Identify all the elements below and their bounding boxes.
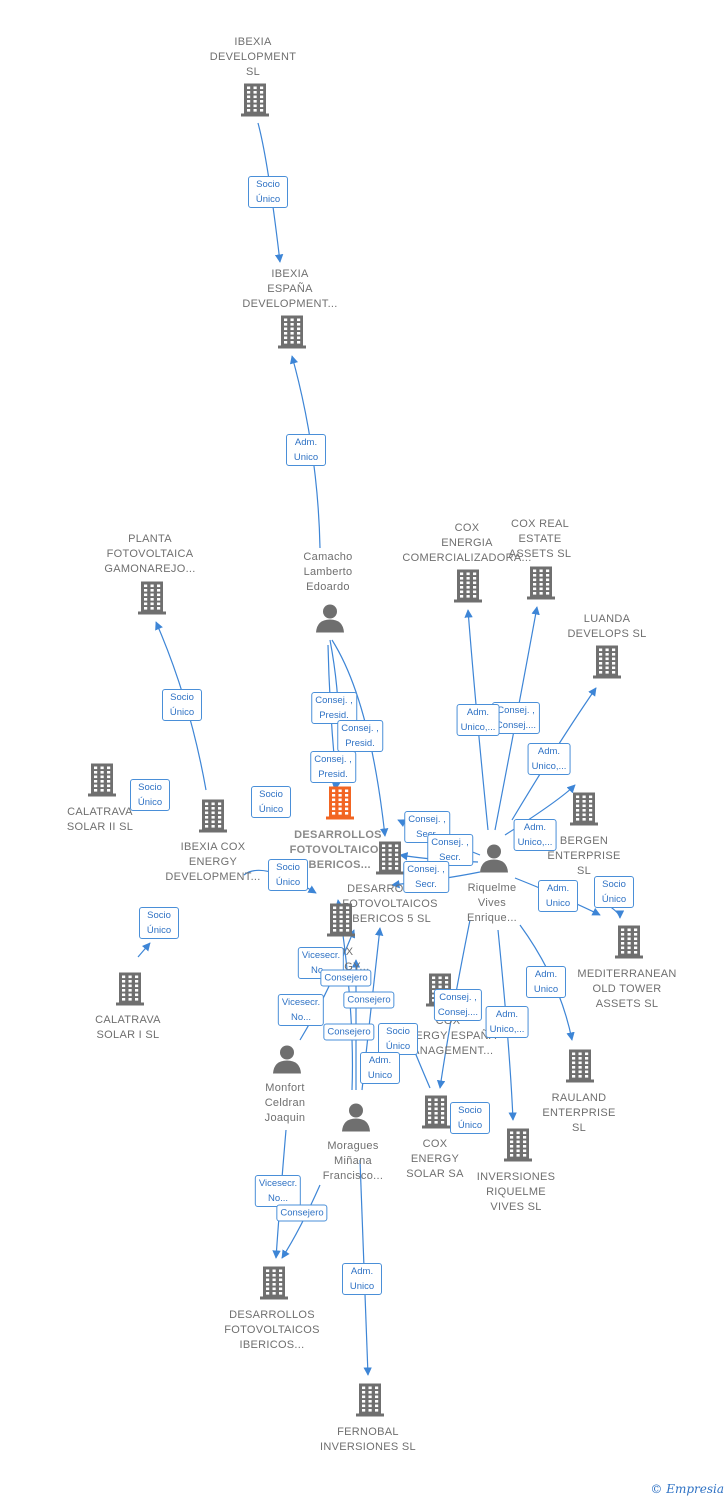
relation-label[interactable]: Socio Único: [248, 176, 288, 208]
building-icon[interactable]: [503, 1127, 533, 1168]
node-label-moragues[interactable]: Moragues Miñana Francisco...: [322, 1140, 384, 1182]
brand-footer[interactable]: © Empresia: [650, 1482, 724, 1496]
node-label-camacho[interactable]: Camacho Lamberto Edoardo: [303, 551, 353, 593]
node-label-calatrava-i[interactable]: CALATRAVA SOLAR I SL: [95, 1014, 161, 1041]
person-icon[interactable]: [478, 842, 510, 879]
person-icon[interactable]: [271, 1043, 303, 1080]
node-label-bergen[interactable]: BERGEN ENTERPRISE SL: [547, 835, 621, 877]
building-icon[interactable]: [277, 314, 307, 355]
relation-label[interactable]: Consejero: [320, 969, 372, 987]
building-icon[interactable]: [115, 971, 145, 1012]
building-icon[interactable]: [592, 644, 622, 685]
node-label-riquelme[interactable]: Riquelme Vives Enrique...: [466, 882, 518, 924]
brand-name: Empresia: [666, 1482, 724, 1496]
relation-label[interactable]: Socio Único: [594, 876, 634, 908]
relation-label[interactable]: Adm. Unico,...: [485, 1006, 529, 1038]
relation-edge: [137, 942, 151, 958]
relation-label[interactable]: Consejero: [323, 1023, 375, 1041]
building-icon[interactable]: [326, 902, 356, 943]
relation-label[interactable]: Adm. Unico,...: [513, 819, 557, 851]
relation-label[interactable]: Consejero: [276, 1204, 328, 1222]
node-label-rauland[interactable]: RAULAND ENTERPRISE SL: [542, 1092, 616, 1134]
node-label-fernobal[interactable]: FERNOBAL INVERSIONES SL: [320, 1426, 416, 1453]
relation-label[interactable]: Socio Único: [450, 1102, 490, 1134]
building-icon[interactable]: [526, 565, 556, 606]
relation-label[interactable]: Adm. Unico: [360, 1052, 400, 1084]
relation-label[interactable]: Adm. Unico,...: [456, 704, 500, 736]
relation-label[interactable]: Socio Único: [162, 689, 202, 721]
building-icon[interactable]: [614, 924, 644, 965]
relation-label[interactable]: Vicesecr. No...: [277, 994, 325, 1026]
node-label-luanda[interactable]: LUANDA DEVELOPS SL: [567, 613, 647, 640]
relation-label[interactable]: Adm. Unico: [526, 966, 566, 998]
relation-label[interactable]: Consej. , Presid.: [310, 751, 356, 783]
node-label-dfi-central[interactable]: DESARROLLOS FOTOVOLTAICOS IBERICOS...: [289, 829, 387, 871]
building-icon[interactable]: [375, 840, 405, 881]
node-label-mediterranean[interactable]: MEDITERRANEAN OLD TOWER ASSETS SL: [577, 968, 677, 1010]
node-label-inversiones-riquelme[interactable]: INVERSIONES RIQUELME VIVES SL: [476, 1171, 556, 1213]
person-icon[interactable]: [314, 602, 346, 639]
relation-label[interactable]: Consej. , Secr.: [403, 861, 449, 893]
building-icon[interactable]: [240, 82, 270, 123]
relation-edge: [299, 929, 356, 1041]
relation-label[interactable]: Vicesecr. No...: [254, 1175, 302, 1207]
relation-label[interactable]: Consej. , Consej....: [491, 702, 541, 734]
building-icon[interactable]: [259, 1265, 289, 1306]
relation-label[interactable]: Adm. Unico: [342, 1263, 382, 1295]
node-label-cox-comercializadora[interactable]: COX ENERGIA COMERCIALIZADORA...: [402, 522, 532, 564]
node-label-ibexia-espana[interactable]: IBEXIA ESPAÑA DEVELOPMENT...: [242, 268, 338, 310]
copyright-symbol: ©: [650, 1482, 663, 1496]
relation-label[interactable]: Socio Único: [139, 907, 179, 939]
node-label-planta-gamonarejo[interactable]: PLANTA FOTOVOLTAICA GAMONAREJO...: [104, 533, 196, 575]
building-icon[interactable]: [565, 1048, 595, 1089]
building-icon[interactable]: [198, 798, 228, 839]
relation-label[interactable]: Consejero: [343, 991, 395, 1009]
person-icon[interactable]: [340, 1101, 372, 1138]
relation-label[interactable]: Adm. Unico: [538, 880, 578, 912]
relation-label[interactable]: Socio Único: [268, 859, 308, 891]
relation-label[interactable]: Socio Único: [378, 1023, 418, 1055]
node-label-ibexia-cox[interactable]: IBEXIA COX ENERGY DEVELOPMENT...: [165, 841, 261, 883]
relation-label[interactable]: Socio Único: [251, 786, 291, 818]
node-label-cox-real-estate[interactable]: COX REAL ESTATE ASSETS SL: [508, 518, 572, 560]
relation-label[interactable]: Consej. , Secr.: [427, 834, 473, 866]
node-label-dfi-bottom[interactable]: DESARROLLOS FOTOVOLTAICOS IBERICOS...: [224, 1309, 320, 1351]
building-icon[interactable]: [325, 785, 355, 826]
node-label-ibexia-dev[interactable]: IBEXIA DEVELOPMENT SL: [209, 36, 297, 78]
building-icon[interactable]: [137, 580, 167, 621]
relation-label[interactable]: Socio Único: [130, 779, 170, 811]
node-label-cox-energy-solar[interactable]: COX ENERGY SOLAR SA: [406, 1138, 464, 1180]
relation-label[interactable]: Consej. , Presid.: [311, 692, 357, 724]
building-icon[interactable]: [421, 1094, 451, 1135]
relation-label[interactable]: Consej. , Consej....: [433, 989, 483, 1021]
building-icon[interactable]: [453, 568, 483, 609]
relation-edge: [281, 1184, 321, 1259]
building-icon[interactable]: [87, 762, 117, 803]
relation-label[interactable]: Adm. Unico,...: [527, 743, 571, 775]
relation-label[interactable]: Adm. Unico: [286, 434, 326, 466]
node-label-monfort[interactable]: Monfort Celdran Joaquin: [264, 1082, 306, 1124]
building-icon[interactable]: [355, 1382, 385, 1423]
relation-label[interactable]: Consej. , Presid.: [337, 720, 383, 752]
node-label-calatrava-ii[interactable]: CALATRAVA SOLAR II SL: [66, 806, 134, 833]
relation-edge: [331, 639, 389, 837]
building-icon[interactable]: [569, 791, 599, 832]
